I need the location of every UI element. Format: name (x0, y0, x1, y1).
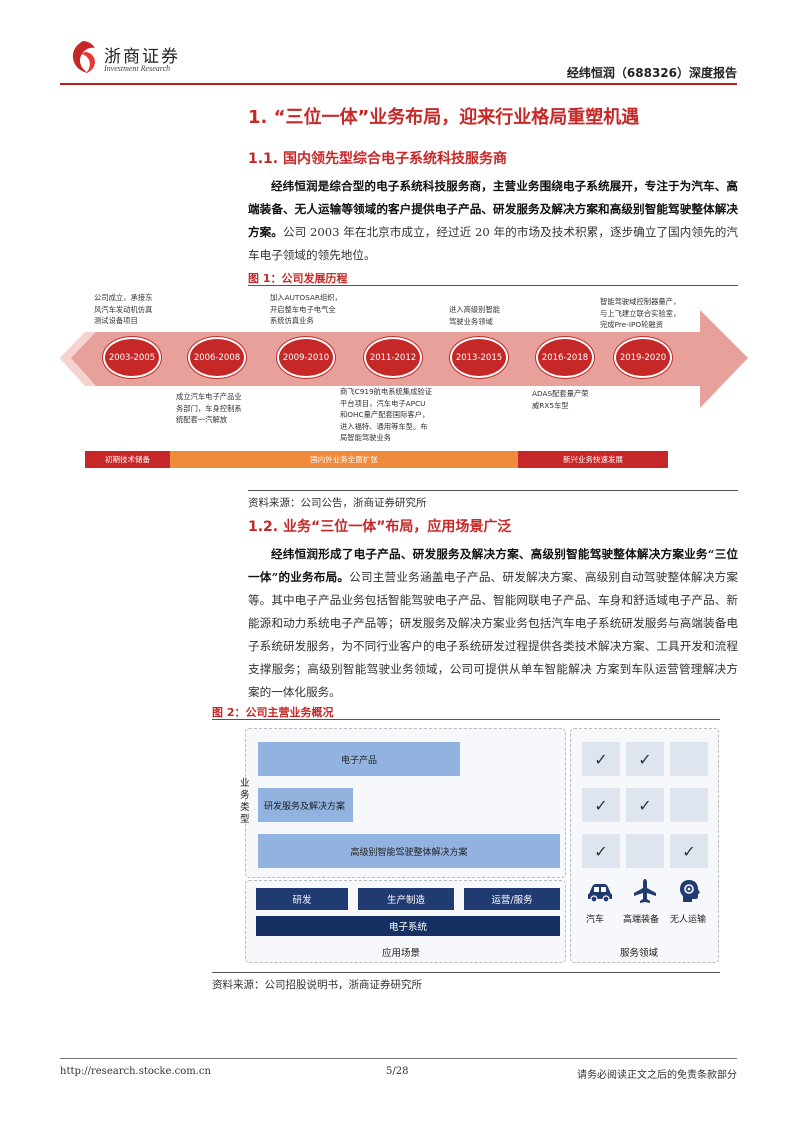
period-2011-2012: 2011-2012 (364, 337, 422, 378)
scene-operation: 运营/服务 (464, 888, 560, 910)
period-2013-2015: 2013-2015 (450, 337, 508, 378)
matrix-cell-empty (626, 834, 664, 868)
figure-2-label: 图 2：公司主营业务概况 (212, 706, 334, 719)
logo-english: Investment Research (104, 64, 171, 73)
domain-car: 汽车 (586, 915, 605, 925)
figure-1-top-rule (248, 285, 738, 286)
logo-name: 浙商证券 (104, 47, 180, 67)
matrix-cell-empty (670, 788, 708, 822)
footer-disclaimer: 请务必阅读正文之后的免责条款部分 (577, 1070, 737, 1081)
matrix-cell-checked: ✓ (670, 834, 708, 868)
paragraph-2: 经纬恒润形成了电子产品、研发服务及解决方案、高级别智能驾驶整体解决方案业务“三位… (248, 543, 738, 704)
period-2009-2010: 2009-2010 (277, 337, 335, 378)
milestone-top-1: 公司成立，承接东 风汽车发动机仿真 测试设备项目 (94, 293, 153, 325)
section-title: 1. “三位一体”业务布局，迎来行业格局重塑机遇 (248, 107, 640, 128)
left-caption: 应用场景 (382, 948, 421, 959)
check-icon: ✓ (594, 749, 608, 769)
check-icon: ✓ (682, 841, 696, 861)
bar-autonomous-driving: 高级别智能驾驶整体解决方案 (258, 834, 560, 868)
matrix-cell-checked: ✓ (582, 834, 620, 868)
domain-unmanned: 无人运输 (670, 915, 707, 925)
check-icon: ✓ (594, 841, 608, 861)
airplane-icon (634, 879, 656, 903)
matrix-cell-checked: ✓ (626, 788, 664, 822)
matrix-cell-checked: ✓ (626, 742, 664, 776)
figure-1-bottom-rule (248, 490, 738, 491)
domain-equipment: 高端装备 (623, 915, 660, 925)
period-2003-2005: 2003-2005 (103, 337, 161, 378)
scene-rd: 研发 (256, 888, 348, 910)
car-icon (588, 884, 612, 903)
figure-2-bottom-rule (212, 972, 720, 973)
check-icon: ✓ (638, 749, 652, 769)
matrix-cell-empty (670, 742, 708, 776)
paragraph-2-lead: 经纬恒润形成了电子产品、研发服务及解决方案、高级别智能驾驶整体解决方案业务“三位… (248, 547, 738, 584)
right-caption: 服务领域 (620, 948, 659, 959)
page-header: 浙商证券 Investment Research 经纬恒润（688326）深度报… (60, 38, 737, 82)
check-icon: ✓ (638, 795, 652, 815)
matrix-cell-checked: ✓ (582, 742, 620, 776)
subsection-title-1: 1.1. 国内领先型综合电子系统科技服务商 (248, 151, 507, 167)
figure-1-label: 图 1：公司发展历程 (248, 272, 348, 285)
paragraph-2-body: 公司主营业务涵盖电子产品、研发解决方案、高级别自动驾驶整体解决方案等。其中电子产… (248, 570, 738, 699)
stage-3: 新兴业务快速发展 (518, 451, 668, 468)
check-icon: ✓ (594, 795, 608, 815)
milestone-top-2: 加入AUTOSAR组织， 开启整车电子电气全 系统仿真业务 (270, 293, 342, 325)
matrix-cell-checked: ✓ (582, 788, 620, 822)
milestone-bottom-3: ADAS配套量产荣 威RX5车型 (532, 389, 589, 410)
paragraph-1-body: 公司 2003 年在北京市成立，经过近 20 年的市场及技术积累，逐步确立了国内… (248, 225, 738, 262)
subsection-title-2: 1.2. 业务“三位一体”布局，应用场景广泛 (248, 519, 512, 535)
axis-label: 业务类型 (240, 778, 250, 825)
header-divider (60, 83, 737, 85)
figure-2-source: 资料来源：公司招股说明书，浙商证券研究所 (212, 979, 422, 991)
paragraph-1-lead: 经纬恒润是综合型的电子系统科技服务商，主营业务围绕电子系统展开，专注于为汽车、高… (248, 179, 738, 239)
stage-1: 初期技术储备 (85, 451, 170, 468)
bar-electronic-products: 电子产品 (258, 742, 460, 776)
stage-2: 国内外业务全面扩张 (170, 451, 518, 468)
milestone-bottom-2: 商飞C919航电系统集成验证 平台项目，汽车电子APCU 和OHC量产配套国际客… (340, 387, 432, 442)
logo-mark-icon (72, 41, 95, 73)
report-title: 经纬恒润（688326）深度报告 (566, 66, 737, 80)
period-2016-2018: 2016-2018 (536, 337, 594, 378)
paragraph-1: 经纬恒润是综合型的电子系统科技服务商，主营业务围绕电子系统展开，专注于为汽车、高… (248, 175, 738, 267)
company-logo: 浙商证券 Investment Research (60, 38, 180, 82)
robot-head-icon (680, 880, 700, 902)
milestone-bottom-1: 成立汽车电子产品业 务部门，车身控制系 统配套一汽解放 (176, 392, 242, 424)
milestone-top-3: 进入高级别智能 驾驶业务领域 (449, 305, 501, 326)
footer-url[interactable]: http://research.stocke.com.cn (60, 1066, 211, 1077)
figure-2-top-rule (212, 719, 720, 720)
footer-divider (60, 1058, 737, 1059)
milestone-top-4: 智能驾驶域控制器量产， 与上飞建立联合实验室， 完成Pre-IPO轮融资 (600, 297, 681, 329)
period-2019-2020: 2019-2020 (614, 337, 672, 378)
page-number: 5/28 (386, 1066, 409, 1077)
base-electronic-system: 电子系统 (256, 916, 560, 936)
scene-manufacturing: 生产制造 (358, 888, 454, 910)
timeline-figure: 2003-2005 2006-2008 2009-2010 2011-2012 2013… (60, 290, 750, 480)
business-overview-figure: 业务类型 电子产品 研发服务及解决方案 高级别智能驾驶整体解决方案 研发 生产制… (240, 728, 720, 963)
period-2006-2008: 2006-2008 (188, 337, 246, 378)
figure-1-source: 资料来源：公司公告，浙商证券研究所 (248, 497, 427, 509)
bar-rd-services: 研发服务及解决方案 (258, 788, 353, 822)
